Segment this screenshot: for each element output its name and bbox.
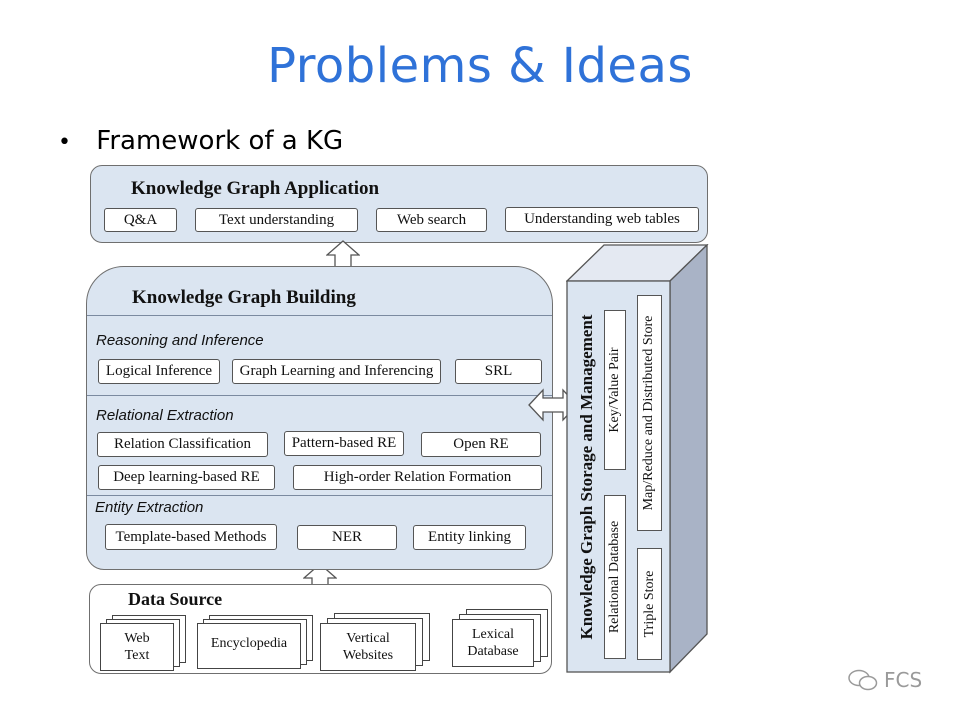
- datasource-heading: Data Source: [128, 589, 223, 609]
- datasource-doc-encyclopedia: Encyclopedia: [197, 615, 315, 671]
- storage-item-key-value-box: [604, 310, 626, 470]
- storage-item-triple-store-box: [637, 548, 662, 660]
- application-item-qa: Q&A: [104, 208, 177, 232]
- storage-item-triple-store: Triple Store: [642, 570, 657, 638]
- chat-bubble-icon: [848, 669, 878, 691]
- reasoning-item-graph-learning: Graph Learning and Inferencing: [232, 359, 441, 384]
- reasoning-label: Reasoning and Inference: [96, 332, 264, 349]
- datasource-doc-web-text: Web Text: [100, 615, 188, 671]
- datasource-label-lexical-database: Lexical Database: [467, 627, 519, 659]
- slide-title: Problems & Ideas: [267, 38, 693, 94]
- storage-item-relational-db: Relational Database: [607, 520, 622, 634]
- application-item-web-tables: Understanding web tables: [505, 207, 699, 232]
- storage-item-map-reduce-box: [637, 295, 662, 531]
- datasource-doc-lexical-database: Lexical Database: [452, 609, 550, 669]
- bullet-dot: •: [58, 130, 71, 155]
- storage-item-key-value: Key/Value Pair: [607, 347, 622, 433]
- relational-label: Relational Extraction: [96, 407, 234, 424]
- datasource-label-encyclopedia: Encyclopedia: [210, 635, 288, 651]
- bullet-item: • Framework of a KG: [58, 126, 343, 156]
- relational-item-high-order: High-order Relation Formation: [293, 465, 542, 490]
- entity-item-linking: Entity linking: [413, 525, 526, 550]
- divider-reasoning: [87, 395, 552, 396]
- entity-label: Entity Extraction: [95, 499, 204, 516]
- relational-item-classification: Relation Classification: [97, 432, 268, 457]
- building-heading: Knowledge Graph Building: [132, 287, 356, 308]
- relational-item-pattern: Pattern-based RE: [284, 431, 404, 456]
- entity-item-template: Template-based Methods: [105, 524, 277, 550]
- application-item-web-search: Web search: [376, 208, 487, 232]
- watermark-text: FCS: [884, 668, 923, 692]
- storage-item-relational-db-box: [604, 495, 626, 659]
- storage-heading: Knowledge Graph Storage and Management: [577, 314, 596, 640]
- relational-item-open: Open RE: [421, 432, 541, 457]
- entity-item-ner: NER: [297, 525, 397, 550]
- bullet-text: Framework of a KG: [96, 126, 344, 156]
- reasoning-item-logical: Logical Inference: [98, 359, 220, 384]
- application-heading: Knowledge Graph Application: [131, 178, 380, 199]
- datasource-label-web-text: Web Text: [124, 631, 150, 663]
- datasource-label-vertical-websites: Vertical Websites: [342, 631, 394, 663]
- divider-relational: [87, 495, 552, 496]
- storage-item-map-reduce: Map/Reduce and Distributed Store: [641, 315, 656, 511]
- reasoning-item-srl: SRL: [455, 359, 542, 384]
- watermark: FCS: [848, 668, 922, 692]
- datasource-panel: Data Source Web Text Encyclopedia Vertic…: [89, 584, 552, 674]
- application-item-text-understanding: Text understanding: [195, 208, 358, 232]
- divider-top: [87, 315, 552, 316]
- datasource-doc-vertical-websites: Vertical Websites: [320, 613, 432, 671]
- relational-item-deep-learning: Deep learning-based RE: [98, 465, 275, 490]
- application-panel: Knowledge Graph Application Q&A Text und…: [90, 165, 708, 243]
- building-panel: Knowledge Graph Building Reasoning and I…: [86, 266, 553, 570]
